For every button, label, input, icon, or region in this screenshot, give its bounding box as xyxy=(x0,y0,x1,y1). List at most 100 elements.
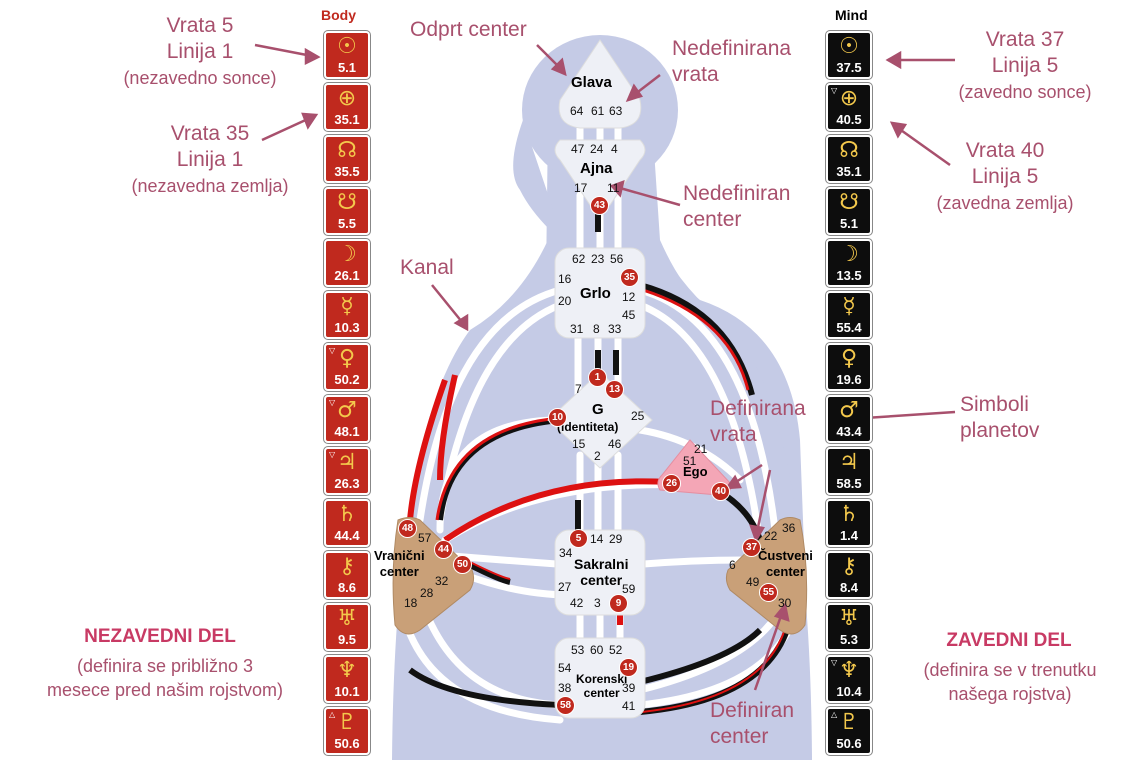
annotation-line: Definiran xyxy=(710,699,795,722)
gate-number: 34 xyxy=(559,546,573,560)
defined-gate-marker: 5 xyxy=(569,529,588,548)
gate-number: 57 xyxy=(418,531,432,545)
planet-value: 35.1 xyxy=(334,112,360,127)
planet-value: 35.5 xyxy=(334,164,360,179)
silhouette-face xyxy=(513,120,560,230)
planet-value: 26.1 xyxy=(334,268,360,283)
planet-value: 26.3 xyxy=(334,476,360,491)
annotation-line: planetov xyxy=(960,419,1040,442)
planet-value: 50.6 xyxy=(334,736,360,751)
planet-box: ☽13.5 xyxy=(826,239,872,287)
planet-box: ⊕35.1 xyxy=(324,83,370,131)
gate-number: 42 xyxy=(570,596,584,610)
subtitle-line: (definira se približno 3 xyxy=(76,656,254,676)
annotation-definirana-vrata: Definirana vrata xyxy=(710,396,806,448)
gate-number: 17 xyxy=(574,181,588,195)
gate-number: 45 xyxy=(622,308,636,322)
moon-icon: ☽ xyxy=(839,242,859,267)
planet-box: ♆10.1 xyxy=(324,655,370,703)
north-node-icon: ☊ xyxy=(337,138,357,163)
gate-number: 18 xyxy=(404,596,418,610)
saturn-icon: ♄ xyxy=(839,502,859,527)
gate-number: 46 xyxy=(608,437,622,451)
g-center xyxy=(547,371,653,469)
ajna-center-label: Ajna xyxy=(580,160,613,177)
mercury-icon: ☿ xyxy=(842,294,856,319)
planet-value: 35.1 xyxy=(836,164,862,179)
gate-number: 51 xyxy=(683,454,697,468)
defined-gate-marker: 44 xyxy=(434,540,453,559)
triangle-down-icon: ▽ xyxy=(329,450,336,459)
planet-box: ♃58.5 xyxy=(826,447,872,495)
gate-number: 27 xyxy=(558,580,572,594)
unconscious-subtitle: (definira se približno 3 mesece pred naš… xyxy=(25,654,305,702)
center-label-line: center xyxy=(379,564,419,579)
planet-value: 10.4 xyxy=(836,684,862,699)
gate-number: 11 xyxy=(607,181,620,195)
sacral-center-label: Sakralni center xyxy=(574,556,628,588)
jupiter-icon: ♃ xyxy=(839,450,859,475)
gate-number: 8 xyxy=(593,322,600,336)
mercury-icon: ☿ xyxy=(340,294,354,319)
neptune-icon: ♆ xyxy=(839,658,859,683)
gate-number: 39 xyxy=(622,681,636,695)
planet-value: 43.4 xyxy=(836,424,862,439)
root-center-label: Korenski center xyxy=(576,672,627,700)
gate-number: 49 xyxy=(746,575,760,589)
venus-icon: ♀ xyxy=(338,346,356,371)
triangle-down-icon: ▽ xyxy=(831,658,838,667)
planet-box: ☊35.5 xyxy=(324,135,370,183)
center-label-line: Sakralni xyxy=(574,556,629,572)
subtitle-line: mesece pred našim rojstvom) xyxy=(46,680,284,700)
gate-number: 2 xyxy=(594,449,601,463)
annotation-line: Nedefiniran xyxy=(683,182,791,205)
gate-number: 7 xyxy=(575,382,582,396)
annotation-line: (zavedno sonce) xyxy=(958,82,1092,102)
head-center-label: Glava xyxy=(571,74,612,91)
planet-box: ♅9.5 xyxy=(324,603,370,651)
defined-gate-marker: 50 xyxy=(453,555,472,574)
gate-number: 33 xyxy=(608,322,622,336)
planet-box: ▽♆10.4 xyxy=(826,655,872,703)
defined-gate-marker: 1 xyxy=(588,368,607,387)
defined-gate-marker: 13 xyxy=(605,380,624,399)
planet-box: ☊35.1 xyxy=(826,135,872,183)
center-label-line: Korenski xyxy=(576,672,628,686)
planet-value: 10.3 xyxy=(334,320,360,335)
gate-number: 59 xyxy=(622,582,636,596)
planet-value: 13.5 xyxy=(836,268,862,283)
annotation-vrata-5: Vrata 5 Linija 1 (nezavedno sonce) xyxy=(100,13,300,91)
annotation-line: center xyxy=(683,208,742,231)
defined-gate-marker: 58 xyxy=(556,696,575,715)
triangle-up-icon: △ xyxy=(329,710,336,719)
gate-number: 62 xyxy=(572,252,586,266)
pluto-icon: ♇ xyxy=(839,710,859,735)
solar-plexus-center xyxy=(725,517,808,635)
annotation-definiran-center: Definiran center xyxy=(710,698,794,750)
throat-center-label: Grlo xyxy=(580,285,611,302)
chiron-icon: ⚷ xyxy=(338,554,356,579)
center-label-line: center xyxy=(580,572,623,588)
annotation-line: Vrata 35 xyxy=(170,122,250,145)
mars-icon: ♂ xyxy=(839,398,859,423)
sun-icon: ☉ xyxy=(839,34,859,59)
planet-box: ▽⊕40.5 xyxy=(826,83,872,131)
gate-number: 6 xyxy=(729,558,736,572)
spleen-center-label: Vranični center xyxy=(374,548,425,580)
defined-gate-marker: 35 xyxy=(620,268,639,287)
planet-box: ♄44.4 xyxy=(324,499,370,547)
planet-value: 19.6 xyxy=(836,372,862,387)
g-center-label: G xyxy=(592,401,604,418)
defined-gate-marker: 43 xyxy=(590,196,609,215)
triangle-up-icon: △ xyxy=(831,710,838,719)
planet-box: △♇50.6 xyxy=(826,707,872,755)
planet-box: ▽♀50.2 xyxy=(324,343,370,391)
gate-number: 36 xyxy=(782,521,796,535)
annotation-line: Vrata 40 xyxy=(965,139,1045,162)
planet-value: 5.5 xyxy=(337,216,357,231)
gate-number: 15 xyxy=(572,437,586,451)
subtitle-line: (definira se v trenutku xyxy=(923,660,1097,680)
gate-number: 29 xyxy=(609,532,623,546)
planet-box: ▽♃26.3 xyxy=(324,447,370,495)
gate-number: 16 xyxy=(558,272,572,286)
